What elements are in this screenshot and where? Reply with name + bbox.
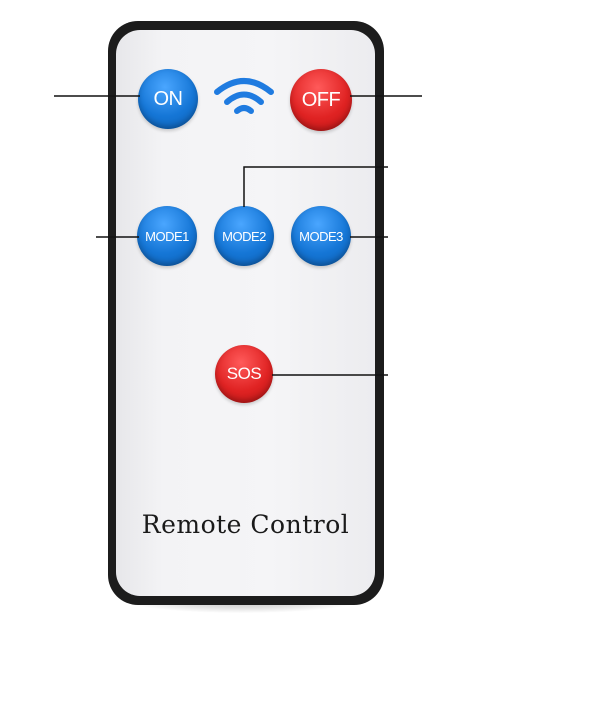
mode2-button-label: MODE2 (222, 228, 266, 244)
remote-label: Remote Control (141, 510, 350, 539)
mode3-button[interactable]: MODE3 (291, 206, 351, 266)
mode3-button-label: MODE3 (299, 228, 343, 244)
mode1-button-label: MODE1 (145, 228, 189, 244)
on-button[interactable]: ON (138, 69, 198, 129)
on-button-label: ON (153, 87, 184, 110)
off-button[interactable]: OFF (290, 69, 352, 131)
wifi-icon (214, 78, 274, 114)
mode1-button[interactable]: MODE1 (137, 206, 197, 266)
mode2-button[interactable]: MODE2 (214, 206, 274, 266)
off-button-label: OFF (301, 88, 341, 111)
sos-button[interactable]: SOS (215, 345, 273, 403)
sos-button-label: SOS (226, 364, 262, 383)
